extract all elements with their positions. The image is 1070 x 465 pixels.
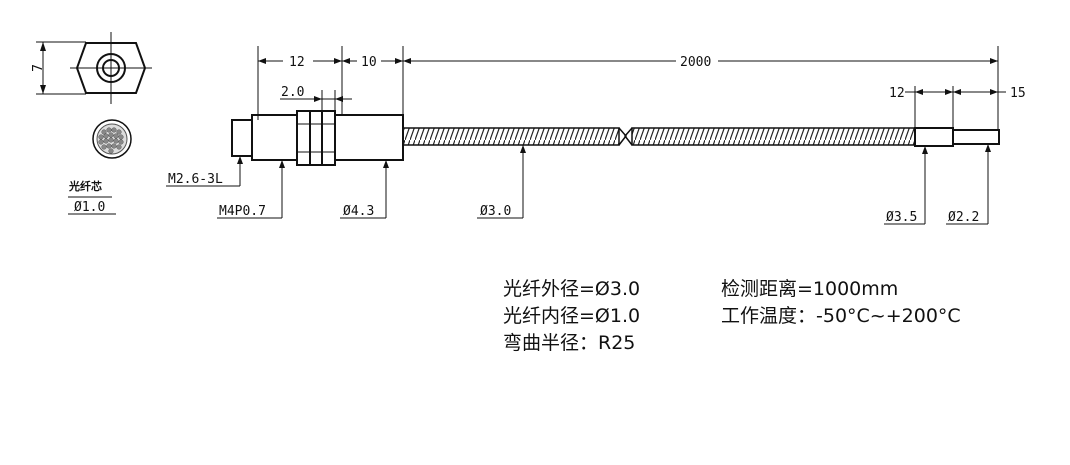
spec-outer-diameter: 光纤外径=Ø3.0 — [503, 278, 641, 300]
spec-detect-distance: 检测距离=1000mm — [721, 278, 899, 300]
tip-dia-label: Ø2.2 — [948, 210, 979, 225]
cable-dia-label: Ø3.0 — [480, 204, 511, 219]
fiber-core-label: 光纤芯 — [68, 179, 102, 193]
sensor-head-side-view — [231, 110, 404, 166]
nut-length-dim: 10 — [361, 55, 377, 70]
fiber-cable — [402, 127, 1000, 147]
top-dimensions — [257, 46, 999, 130]
callout-leaders — [166, 144, 991, 225]
cable-length-dim: 2000 — [680, 55, 711, 70]
spec-operating-temp: 工作温度：-50°C~+200°C — [721, 305, 961, 327]
thread-small-label: M2.6-3L — [168, 172, 223, 187]
spec-column-right: 检测距离=1000mm 工作温度：-50°C~+200°C — [721, 276, 961, 330]
thread-main-label: M4P0.7 — [219, 204, 266, 219]
fiber-core-section: 光纤芯 Ø1.0 — [68, 119, 132, 215]
nut-thickness-dim-lines — [280, 90, 352, 111]
hex-width-dim: 7 — [31, 64, 46, 72]
tip-dimensions — [905, 86, 1006, 128]
hex-nut-end-view: 7 — [31, 32, 152, 104]
spec-inner-diameter: 光纤内径=Ø1.0 — [503, 305, 641, 327]
nut-thickness-dim: 2.0 — [281, 85, 304, 100]
body-length-dim: 12 — [289, 55, 305, 70]
spec-bend-radius: 弯曲半径：R25 — [503, 332, 636, 354]
fiber-core-dia: Ø1.0 — [74, 200, 105, 215]
tip-end-dim: 15 — [1010, 86, 1026, 101]
spec-column-left: 光纤外径=Ø3.0 光纤内径=Ø1.0 弯曲半径：R25 — [503, 276, 640, 357]
tip-length-dim: 12 — [889, 86, 905, 101]
sleeve-dia-label: Ø3.5 — [886, 210, 917, 225]
body-dia-label: Ø4.3 — [343, 204, 374, 219]
